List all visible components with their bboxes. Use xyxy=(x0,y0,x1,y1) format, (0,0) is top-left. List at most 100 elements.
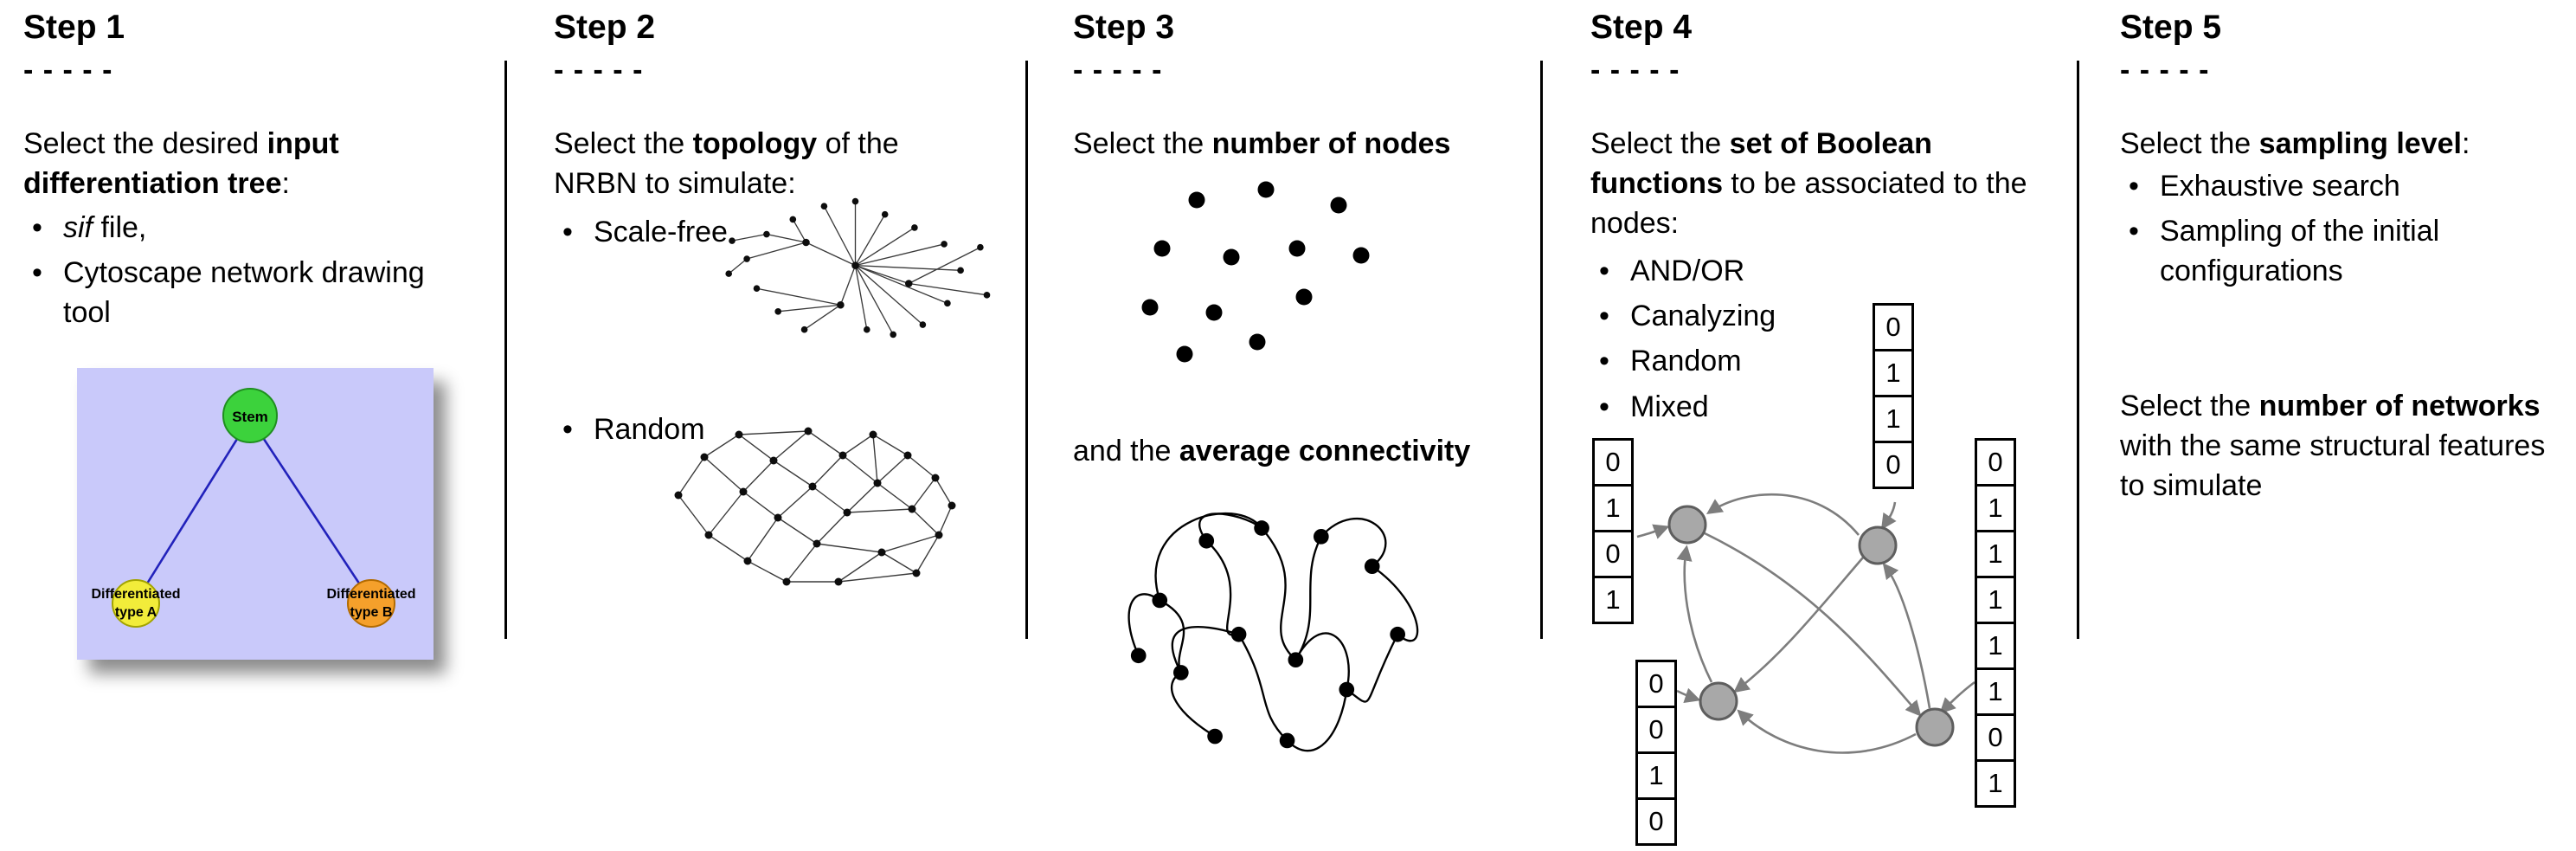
boolean-cell: 1 xyxy=(1635,751,1677,800)
networks-count-instruction: Select the number of networks with the s… xyxy=(2120,386,2566,506)
step-2-column: Step 2 - - - - - Select the topology of … xyxy=(554,0,1017,851)
type-a-label-line2: type A xyxy=(115,605,157,620)
boolean-network-edges xyxy=(1636,493,1975,754)
text-segment: Select the xyxy=(1073,127,1212,160)
text-segment: number of networks xyxy=(2258,390,2541,422)
step-instruction: Select the set of Boolean functions to b… xyxy=(1590,124,2027,244)
differentiation-tree-svg: Stem Differentiated type A Differentiate… xyxy=(77,368,434,660)
boolean-cell: 1 xyxy=(1975,530,2016,578)
text-segment: sif xyxy=(63,211,93,244)
text-segment: Mixed xyxy=(1630,390,1709,423)
boolean-network-nodes xyxy=(1667,505,1955,747)
step-bullet-list: sif file, Cytoscape network drawing tool xyxy=(23,208,426,338)
step-title: Step 2 xyxy=(554,9,656,46)
step-1-column: Step 1 - - - - - Select the desired inpu… xyxy=(23,0,498,851)
boolean-cell: 0 xyxy=(1873,441,1914,489)
boolean-cell: 1 xyxy=(1592,576,1634,624)
step-instruction: Select the sampling level: xyxy=(2120,124,2572,164)
boolean-cell: 0 xyxy=(1635,706,1677,754)
boolean-cell: 0 xyxy=(1975,713,2016,762)
boolean-cell: 0 xyxy=(1873,303,1914,351)
nodes-dots-illustration xyxy=(1121,176,1425,380)
text-segment: : xyxy=(281,167,290,201)
step-bullet-list: AND/OR CanalyzingRandomMixed xyxy=(1590,251,2006,432)
bullet-item: Exhaustive search xyxy=(2120,166,2572,206)
bullet-item: Scale-free xyxy=(554,212,986,252)
bullet-item: Cytoscape network drawing tool xyxy=(23,253,426,332)
text-segment: Select the xyxy=(1590,127,1730,160)
boolean-cell: 1 xyxy=(1873,349,1914,397)
type-a-label-line1: Differentiated xyxy=(91,587,180,602)
bullet-item: Random xyxy=(554,409,986,449)
boolean-cell: 0 xyxy=(1592,438,1634,487)
text-segment: to be associated to the nodes: xyxy=(1590,167,2027,241)
step-instruction: Select the number of nodes xyxy=(1073,124,1527,164)
text-segment: topology xyxy=(692,127,818,160)
bullet-item: Mixed xyxy=(1590,387,2006,427)
bullet-item: AND/OR xyxy=(1590,251,2006,291)
boolean-cell: 1 xyxy=(1975,576,2016,624)
text-segment: Random xyxy=(1630,345,1742,378)
scale-free-network-svg xyxy=(725,197,991,338)
dashed-separator: - - - - - xyxy=(1590,54,1680,87)
step-instruction: Select the topology of the NRBN to simul… xyxy=(554,124,969,203)
boolean-cell: 1 xyxy=(1975,484,2016,532)
text-segment: number of nodes xyxy=(1211,127,1451,160)
boolean-cell: 1 xyxy=(1975,622,2016,670)
bullet-item: Random xyxy=(1590,341,2006,381)
differentiated-type-b-node xyxy=(347,579,395,628)
text-segment: Scale-free xyxy=(594,216,728,248)
text-segment: Select the xyxy=(554,127,693,160)
step-3-column: Step 3 - - - - - Select the number of no… xyxy=(1073,0,1532,851)
step-instruction: Select the desired input differentiation… xyxy=(23,124,439,203)
dashed-separator: - - - - - xyxy=(554,54,644,87)
dashed-separator: - - - - - xyxy=(2120,54,2210,87)
boolean-cell: 0 xyxy=(1635,797,1677,846)
text-segment: input differentiation tree xyxy=(23,127,339,201)
stem-node-label: Stem xyxy=(232,409,268,425)
column-divider xyxy=(1540,61,1543,639)
text-segment: Select the xyxy=(2120,127,2259,160)
type-b-label-line2: type B xyxy=(350,605,393,620)
connectivity-network-illustration xyxy=(1092,481,1440,762)
boolean-network-svg xyxy=(1636,493,1975,754)
text-segment: with the same structural features to sim… xyxy=(2120,429,2546,503)
text-segment: set of Boolean functions xyxy=(1590,127,1932,201)
column-divider xyxy=(504,61,507,639)
text-segment: sampling level xyxy=(2258,127,2462,160)
step-title: Step 4 xyxy=(1590,9,1693,46)
differentiation-tree-illustration: Stem Differentiated type A Differentiate… xyxy=(77,368,434,660)
nodes-dots-svg xyxy=(1141,181,1370,363)
text-segment: : xyxy=(2461,127,2470,160)
boolean-cell: 0 xyxy=(1635,660,1677,708)
differentiated-type-a-node xyxy=(112,579,160,628)
step-bullet-list: Scale-freeRandom xyxy=(554,212,986,455)
text-segment: Select the xyxy=(2120,390,2259,422)
boolean-cell: 0 xyxy=(1975,438,2016,487)
bullet-item: sif file, xyxy=(23,208,426,248)
text-segment: Select the desired xyxy=(23,127,267,160)
text-segment: AND/OR xyxy=(1630,255,1745,287)
step-title: Step 1 xyxy=(23,9,125,46)
text-segment: of the NRBN to simulate: xyxy=(554,127,899,201)
boolean-cell: 1 xyxy=(1873,395,1914,443)
text-segment: Cytoscape network drawing tool xyxy=(63,256,425,330)
text-segment: Random xyxy=(594,413,705,447)
bullet-item: Canalyzing xyxy=(1590,296,2006,336)
boolean-cell: 1 xyxy=(1975,667,2016,716)
bullet-item: Sampling of the initial configurations xyxy=(2120,211,2572,291)
text-segment: Canalyzing xyxy=(1630,300,1776,333)
connectivity-caption: and the average connectivity xyxy=(1073,431,1527,471)
text-segment: average connectivity xyxy=(1179,435,1471,467)
boolean-cell: 1 xyxy=(1975,759,2016,808)
column-divider xyxy=(2077,61,2079,639)
column-divider xyxy=(1025,61,1028,639)
step-4-column: Step 4 - - - - - Select the set of Boole… xyxy=(1590,0,2071,851)
tree-edges xyxy=(134,417,373,603)
connectivity-network-svg xyxy=(1127,512,1419,752)
